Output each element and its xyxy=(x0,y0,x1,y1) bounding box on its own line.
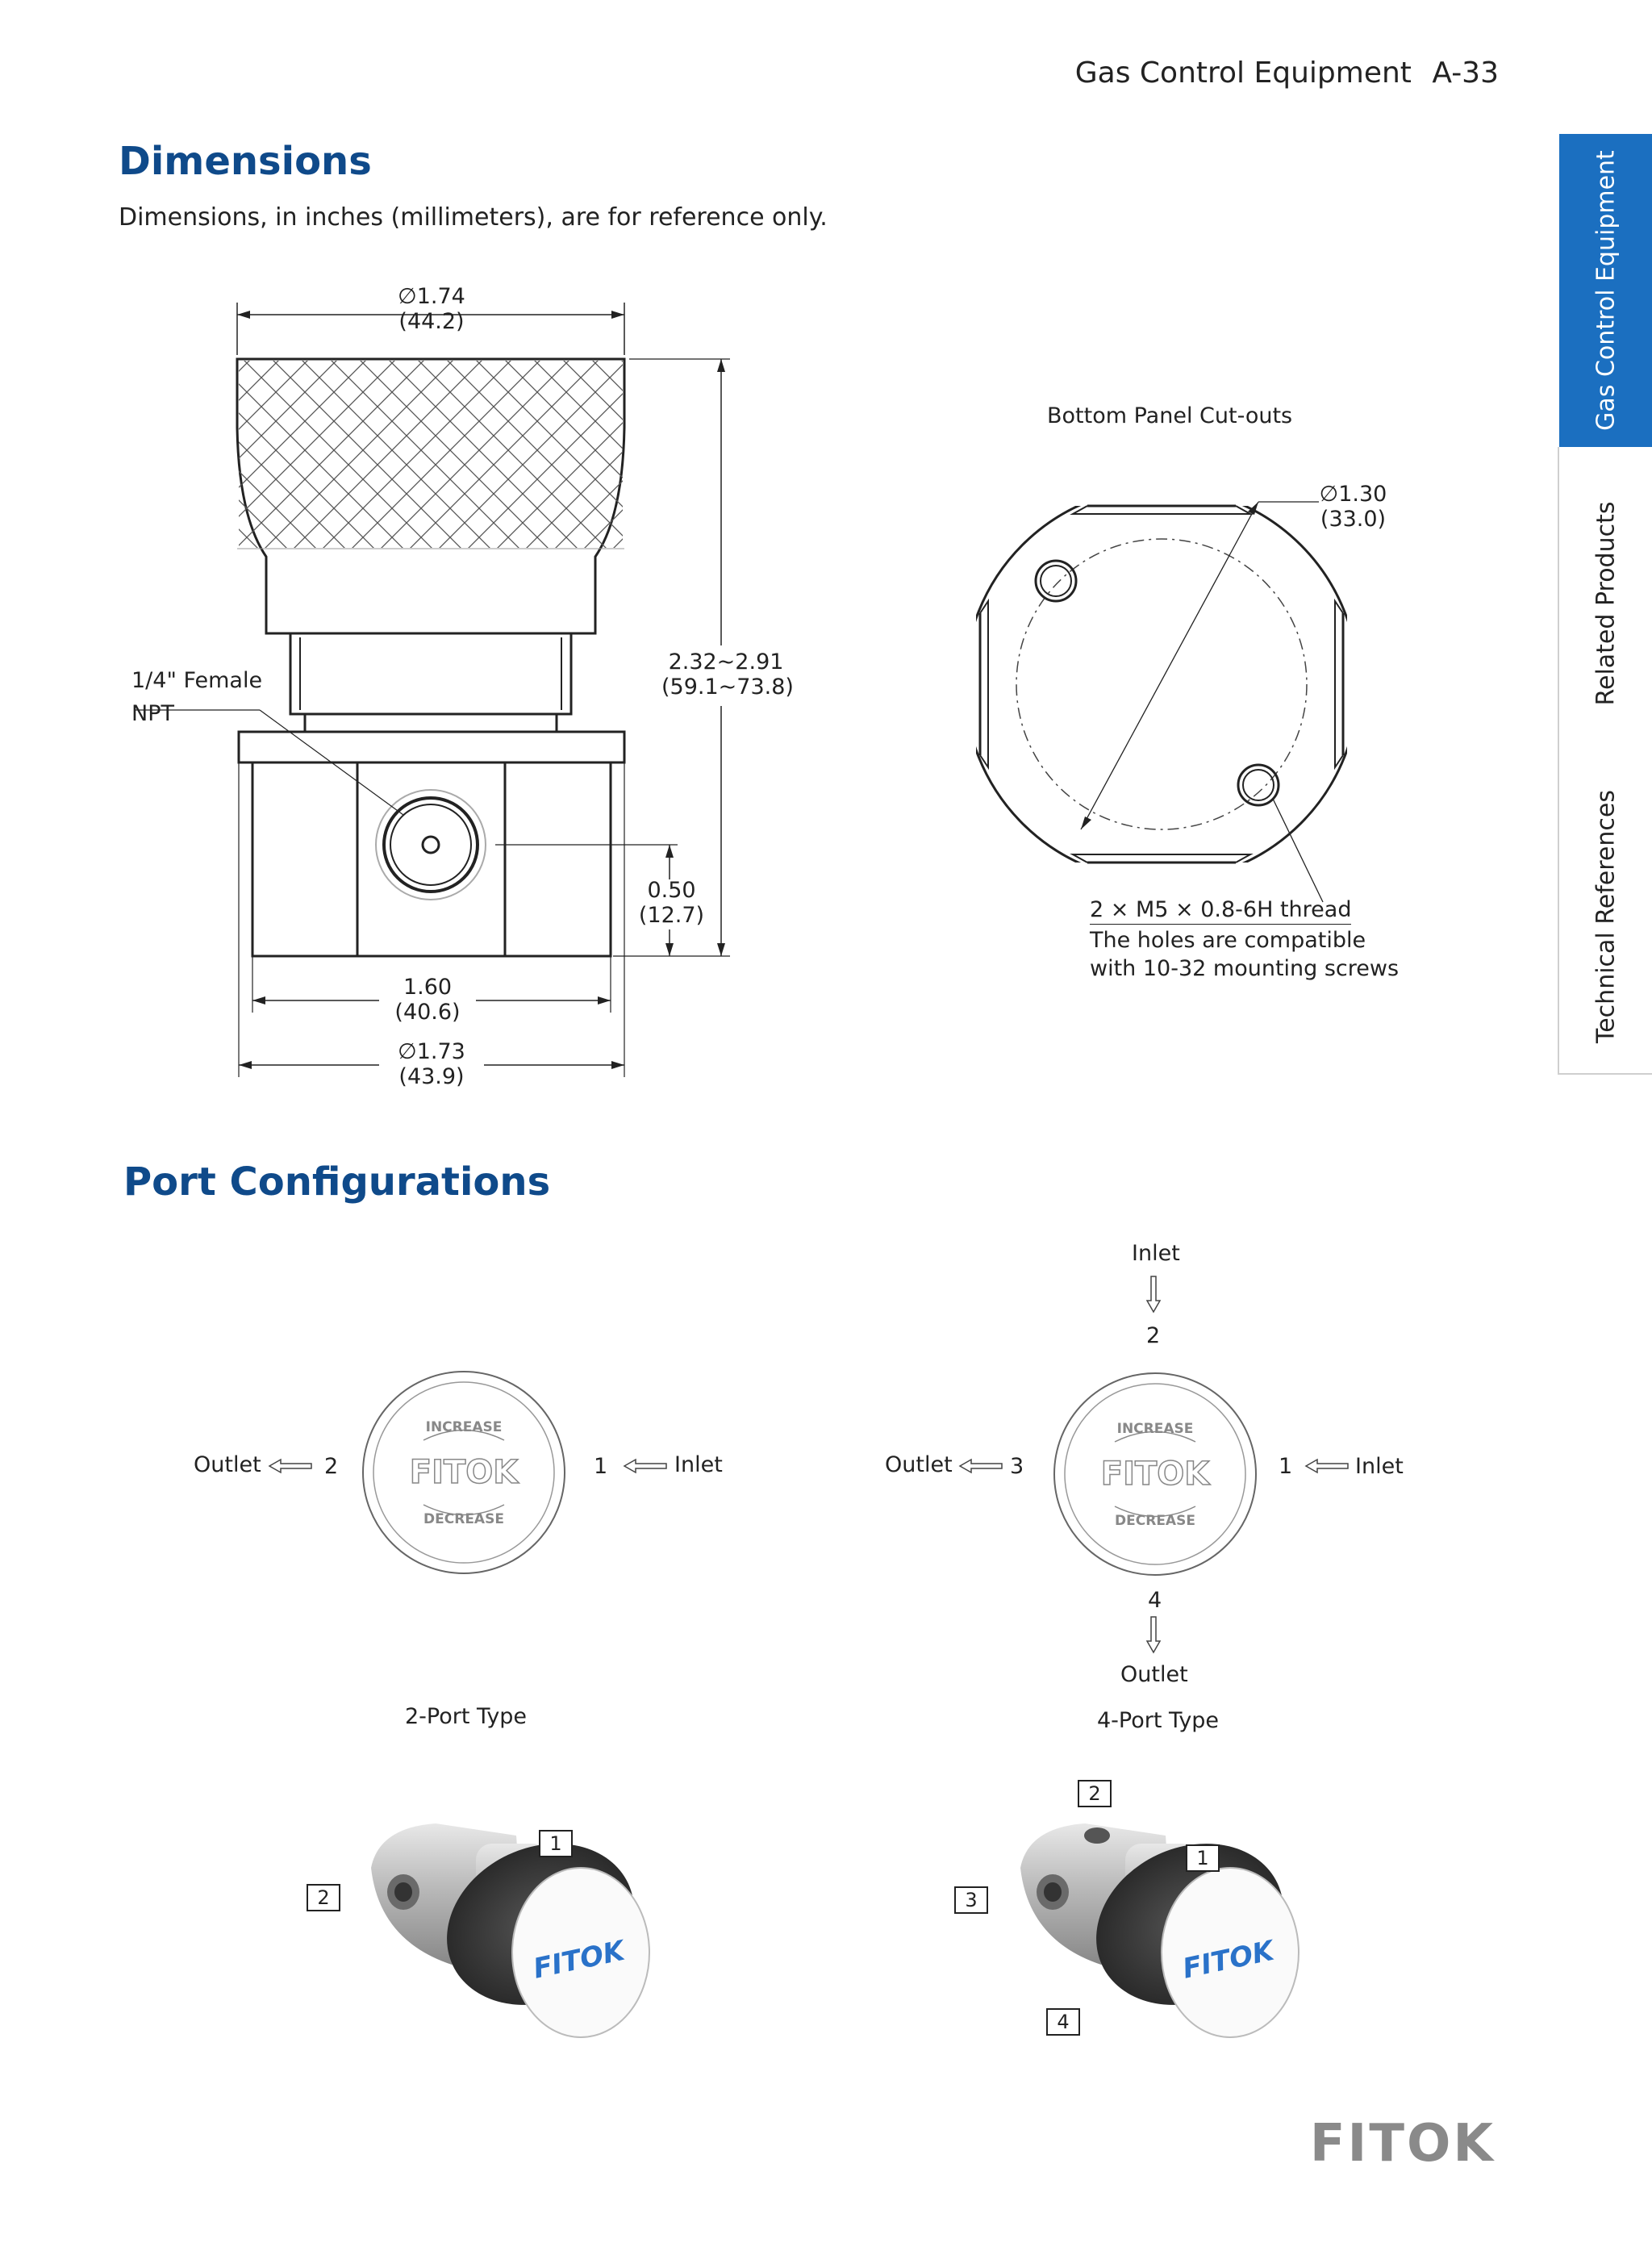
dim-value-mm: (33.0) xyxy=(1320,507,1387,533)
dim-value-mm: (43.9) xyxy=(398,1064,465,1090)
knob-brand-text: FITOK xyxy=(1101,1456,1211,1493)
header-page-number: A-33 xyxy=(1432,56,1499,90)
photo-port-label-1: 1 xyxy=(1186,1844,1220,1872)
knob-increase-text: INCREASE xyxy=(426,1419,503,1435)
two-port-outlet-number: 2 xyxy=(324,1454,339,1479)
tab-label: Gas Control Equipment xyxy=(1592,150,1620,431)
arrow-left-icon xyxy=(1304,1458,1349,1474)
bottom-panel-title: Bottom Panel Cut-outs xyxy=(1047,403,1293,428)
thread-spec: 2 × M5 × 0.8-6H thread xyxy=(1090,897,1352,925)
tab-label: Related Products xyxy=(1592,501,1620,706)
arrow-left-icon xyxy=(623,1458,667,1474)
dim-value-mm: (40.6) xyxy=(394,1000,461,1025)
dim-value-mm: (59.1~73.8) xyxy=(661,675,794,700)
two-port-knob-diagram: INCREASE DECREASE FITOK xyxy=(362,1371,565,1574)
dim-value-in: ∅1.30 xyxy=(1319,482,1387,507)
page-header: Gas Control Equipment A-33 xyxy=(1075,56,1499,90)
four-port-top-number: 2 xyxy=(1146,1323,1161,1348)
four-port-bottom-number: 4 xyxy=(1148,1588,1162,1613)
dim-value-in: ∅1.74 xyxy=(398,284,465,309)
tab-gas-control-equipment[interactable]: Gas Control Equipment xyxy=(1559,134,1652,449)
arrow-down-icon xyxy=(1145,1276,1162,1314)
npt-line-2: NPT xyxy=(131,701,174,727)
dim-value-in: 0.50 xyxy=(647,878,696,903)
two-port-inlet-label: Inlet xyxy=(674,1452,723,1477)
dim-port-height: 0.50 (12.7) xyxy=(633,878,710,928)
bottom-thread-note: 2 × M5 × 0.8-6H thread The holes are com… xyxy=(1090,897,1399,981)
dim-npt-callout: 1/4" Female NPT xyxy=(131,668,262,726)
bottom-panel-drawing xyxy=(976,501,1347,903)
thread-note-2: with 10-32 mounting screws xyxy=(1090,956,1400,982)
four-port-left-label: Outlet xyxy=(885,1452,953,1477)
dim-value-mm: (12.7) xyxy=(638,903,705,929)
dim-height: 2.32~2.91 (59.1~73.8) xyxy=(661,650,794,700)
header-section: Gas Control Equipment xyxy=(1074,56,1412,90)
dim-value-mm: (44.2) xyxy=(398,309,465,335)
four-port-caption: 4-Port Type xyxy=(1097,1708,1220,1733)
two-port-inlet-number: 1 xyxy=(594,1454,608,1479)
thread-note-1: The holes are compatible xyxy=(1090,928,1366,954)
two-port-product-photo: FITOK xyxy=(371,1823,650,2038)
knob-decrease-text: DECREASE xyxy=(423,1511,504,1527)
four-port-right-number: 1 xyxy=(1279,1454,1293,1479)
photo-port-label-4: 4 xyxy=(1046,2008,1080,2036)
four-port-right-label: Inlet xyxy=(1355,1454,1404,1479)
dim-value-in: 1.60 xyxy=(403,975,453,1000)
four-port-product-photo: FITOK xyxy=(1020,1823,1299,2038)
dim-value-in: 2.32~2.91 xyxy=(668,650,784,675)
tab-related-products[interactable]: Related Products xyxy=(1558,447,1652,762)
photo-port-label-2: 2 xyxy=(307,1884,340,1911)
bottom-bolt-diameter: ∅1.30 (33.0) xyxy=(1315,482,1391,532)
port-configurations-title: Port Configurations xyxy=(123,1159,551,1205)
knob-brand-text: FITOK xyxy=(410,1454,519,1491)
footer-logo: FITOK xyxy=(1309,2114,1496,2174)
knob-decrease-text: DECREASE xyxy=(1115,1513,1195,1529)
four-port-top-label: Inlet xyxy=(1132,1241,1180,1266)
photo-port-label-1: 1 xyxy=(539,1830,573,1857)
two-port-caption: 2-Port Type xyxy=(405,1704,528,1729)
arrow-left-icon xyxy=(958,1458,1003,1474)
dimensions-subtitle: Dimensions, in inches (millimeters), are… xyxy=(119,203,828,232)
two-port-outlet-label: Outlet xyxy=(194,1452,261,1477)
dim-top-diameter: ∅1.74 (44.2) xyxy=(371,284,492,334)
four-port-knob-diagram: INCREASE DECREASE FITOK xyxy=(1053,1372,1257,1576)
knob-increase-text: INCREASE xyxy=(1117,1421,1194,1437)
four-port-left-number: 3 xyxy=(1010,1454,1024,1479)
photo-port-label-3: 3 xyxy=(954,1886,988,1914)
dim-body-width: 1.60 (40.6) xyxy=(379,975,476,1025)
dim-value-in: ∅1.73 xyxy=(398,1039,465,1064)
tab-label: Technical References xyxy=(1592,790,1620,1043)
npt-line-1: 1/4" Female xyxy=(131,668,263,693)
four-port-bottom-label: Outlet xyxy=(1120,1662,1188,1687)
arrow-left-icon xyxy=(268,1458,312,1474)
dimensions-title: Dimensions xyxy=(119,139,372,184)
tab-technical-references[interactable]: Technical References xyxy=(1558,760,1652,1075)
regulator-drawing xyxy=(136,303,791,1077)
photo-port-label-2: 2 xyxy=(1078,1780,1112,1807)
arrow-down-icon xyxy=(1145,1616,1162,1654)
dim-base-diameter: ∅1.73 (43.9) xyxy=(379,1039,484,1090)
